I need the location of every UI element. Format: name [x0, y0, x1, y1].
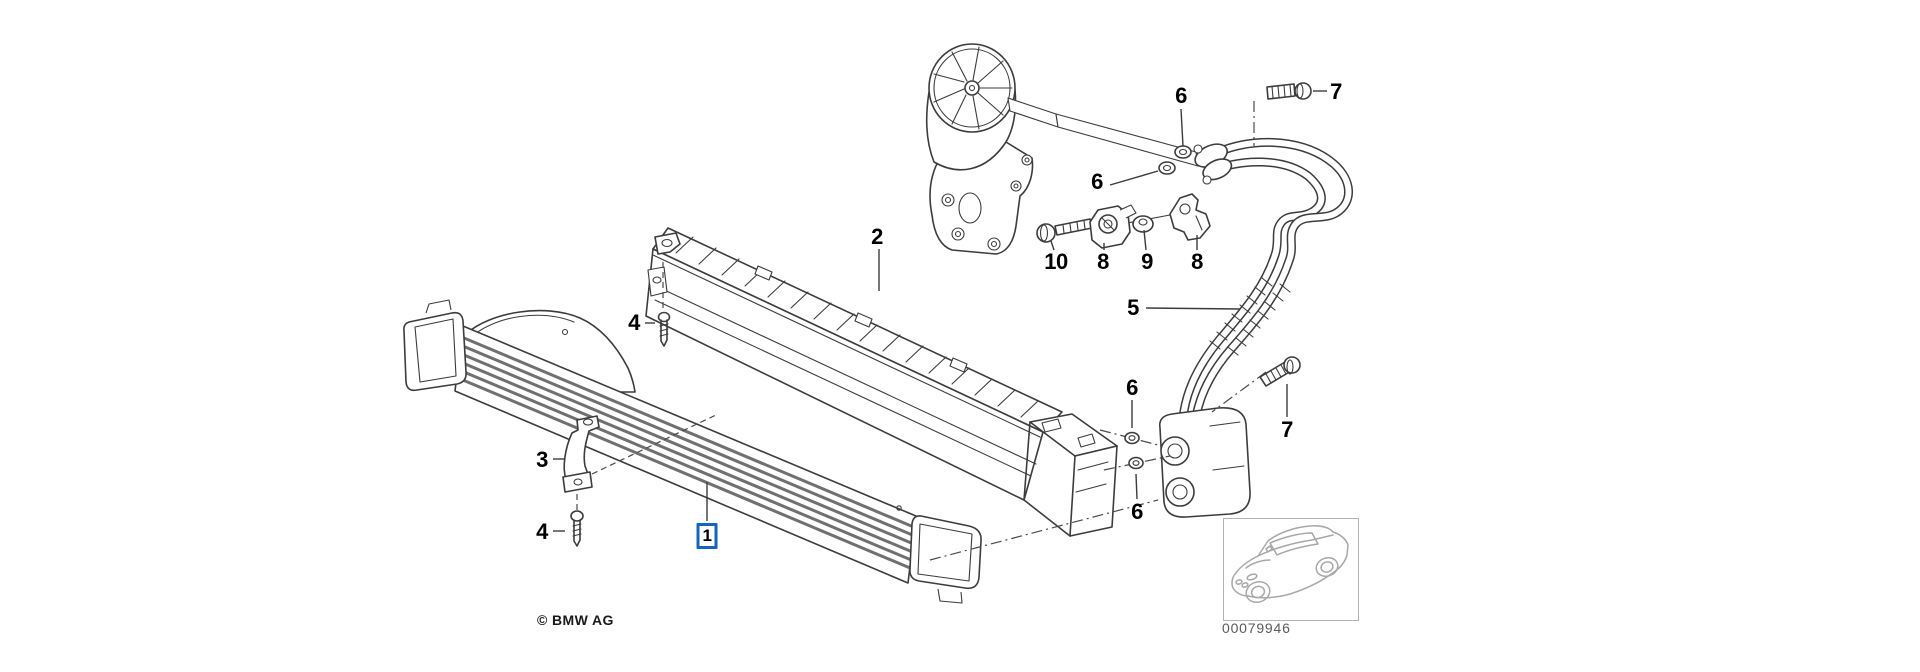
vehicle-thumbnail-box — [1223, 518, 1359, 621]
callout-6[interactable]: 6 — [1175, 83, 1187, 108]
callout-7[interactable]: 7 — [1330, 79, 1342, 104]
bracket-and-screws-drawing — [562, 311, 671, 547]
assembly-lines — [576, 101, 1267, 561]
callout-8[interactable]: 8 — [1097, 249, 1109, 274]
callout-2[interactable]: 2 — [871, 224, 883, 249]
oil-pipes-drawing — [1158, 137, 1353, 518]
callout-6[interactable]: 6 — [1091, 169, 1103, 194]
callout-8[interactable]: 8 — [1191, 249, 1203, 274]
leader-lines — [553, 90, 1327, 532]
shroud-part-drawing — [645, 227, 1118, 537]
hardware-drawing — [1036, 82, 1312, 470]
callout-4[interactable]: 4 — [628, 310, 640, 335]
oil-filter-housing-drawing — [925, 43, 1219, 255]
oil-cooler-part-drawing — [403, 299, 982, 604]
callout-6[interactable]: 6 — [1131, 499, 1143, 524]
bmw-copyright: © BMW AG — [537, 612, 614, 628]
callout-7[interactable]: 7 — [1281, 417, 1293, 442]
callout-3[interactable]: 3 — [536, 447, 548, 472]
callout-9[interactable]: 9 — [1141, 249, 1153, 274]
callout-5[interactable]: 5 — [1127, 295, 1139, 320]
callout-1-selected[interactable]: 1 — [696, 523, 718, 549]
diagram-image-number: 00079946 — [1222, 620, 1291, 636]
callout-10[interactable]: 10 — [1044, 249, 1068, 274]
callout-6[interactable]: 6 — [1126, 375, 1138, 400]
car-thumbnail-drawing — [1231, 525, 1349, 604]
callout-4[interactable]: 4 — [536, 519, 548, 544]
